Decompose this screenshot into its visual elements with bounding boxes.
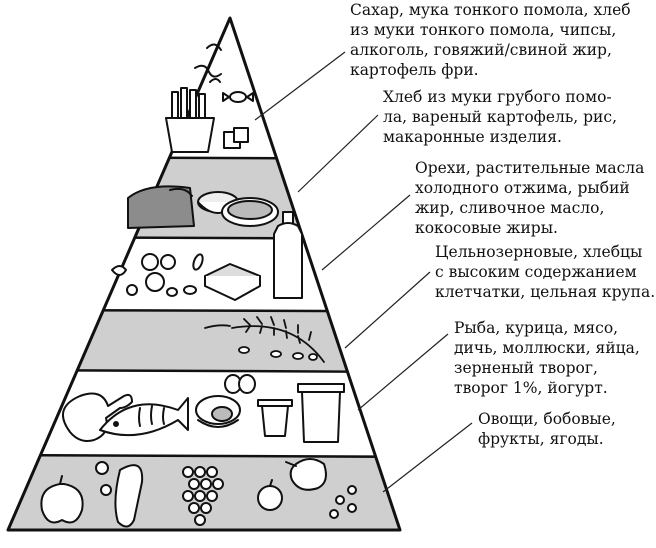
leader-line-0 <box>254 51 346 121</box>
chicken-leg-icon <box>61 392 133 442</box>
pasta-icon <box>194 43 222 83</box>
leader-line-2 <box>321 194 411 271</box>
tier-label-whole-grains: Цельнозерновые, хлебцы с высоким содержа… <box>435 243 656 301</box>
tier-label-fats: Орехи, растительные масла холодного отжи… <box>415 159 645 237</box>
fries-icon <box>165 87 215 153</box>
berries-icon <box>329 485 357 519</box>
tier-label-starches: Хлеб из муки грубого помо- ла, вареный к… <box>383 88 617 146</box>
eggs-icon <box>224 374 256 394</box>
tier-label-vegetables-fruits: Овощи, бобовые, фрукты, ягоды. <box>478 410 616 448</box>
fish-icon <box>99 397 189 437</box>
grapes-icon <box>182 466 224 526</box>
sugar-cubes-icon <box>223 127 249 149</box>
oil-bottle-icon <box>273 211 303 299</box>
wheat-icon <box>204 316 325 363</box>
grains-icon <box>238 346 318 361</box>
mussel-icon <box>195 395 241 428</box>
apple-icon <box>40 475 84 524</box>
bread-loaf-icon <box>127 185 195 229</box>
tier-label-protein: Рыба, курица, мясо, дичь, моллюски, яйца… <box>454 319 640 397</box>
nuts-icon <box>111 253 204 297</box>
leader-line-5 <box>382 422 473 493</box>
tier-label-refined-carbs: Сахар, мука тонкого помола, хлеб из муки… <box>350 1 631 79</box>
jar-icon <box>297 383 345 443</box>
leader-line-1 <box>297 114 379 193</box>
candy-icon <box>222 91 254 103</box>
cucumber-icon <box>95 461 144 528</box>
baked-dish-icon <box>221 197 279 227</box>
leader-line-4 <box>357 333 449 411</box>
yogurt-cup-icon <box>257 399 293 437</box>
butter-icon <box>204 263 261 301</box>
leader-line-3 <box>344 271 431 349</box>
pear-icon <box>257 458 327 511</box>
